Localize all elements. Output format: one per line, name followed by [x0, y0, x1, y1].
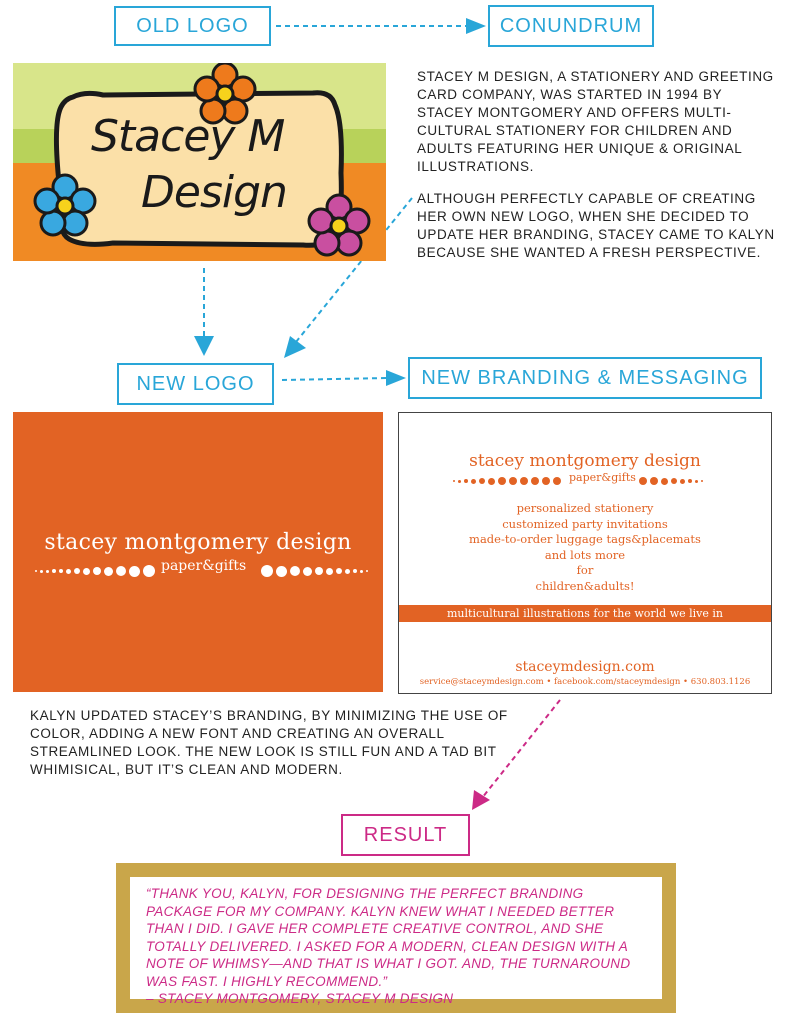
old-logo-line2: Design [141, 167, 288, 218]
new-logo-label: NEW LOGO [117, 363, 274, 405]
branding-card-sub: paper&gifts [569, 471, 636, 484]
old-logo-label: OLD LOGO [114, 6, 271, 46]
branding-description: KALYN UPDATED STACEY’S BRANDING, BY MINI… [30, 708, 508, 777]
old-logo-image: Stacey M Design [13, 63, 386, 261]
branding-card-line: made-to-order luggage tags&placemats [469, 532, 701, 546]
new-logo-dots-right [261, 565, 368, 577]
branding-card-title: stacey montgomery design [469, 451, 701, 471]
branding-card: stacey montgomery design paper&gifts per… [398, 412, 772, 694]
testimonial-quote-text: “THANK YOU, KALYN, FOR DESIGNING THE PER… [146, 886, 631, 989]
testimonial-author: – STACEY MONTGOMERY, STACEY M DESIGN [146, 991, 454, 1006]
conundrum-paragraph-1: STACEY M DESIGN, A STATIONERY AND GREETI… [417, 69, 774, 174]
new-branding-label: NEW BRANDING & MESSAGING [408, 357, 762, 399]
branding-card-dots-right [639, 477, 703, 485]
branding-card-line: customized party invitations [502, 516, 668, 531]
new-logo-name: stacey montgomery design [44, 530, 352, 555]
conundrum-paragraph-2: ALTHOUGH PERFECTLY CAPABLE OF CREATING H… [417, 191, 775, 260]
flower-icon [33, 173, 97, 237]
branding-card-website: staceymdesign.com [515, 659, 655, 675]
branding-card-line: and lots more [544, 547, 626, 562]
new-logo-sub: paper&gifts [161, 558, 247, 574]
old-logo-line1: Stacey M [91, 111, 285, 162]
result-label: RESULT [341, 814, 470, 856]
testimonial-quote: “THANK YOU, KALYN, FOR DESIGNING THE PER… [146, 885, 651, 1008]
conundrum-text: STACEY M DESIGN, A STATIONERY AND GREETI… [417, 68, 779, 262]
branding-card-contact: service@staceymdesign.com • facebook.com… [419, 677, 751, 687]
branding-card-line: personalized stationery [516, 501, 654, 515]
branding-card-dots-left [453, 477, 561, 485]
branding-card-line: for [576, 563, 594, 577]
testimonial-frame: “THANK YOU, KALYN, FOR DESIGNING THE PER… [116, 863, 676, 1013]
flower-icon [193, 63, 257, 125]
branding-card-list: personalized stationery customized party… [399, 501, 771, 594]
branding-card-line: children&adults! [535, 578, 635, 593]
branding-card-band: multicultural illustrations for the worl… [399, 605, 771, 622]
flower-icon [307, 193, 371, 257]
new-logo-image: stacey montgomery design paper&gifts [13, 412, 383, 692]
conundrum-label: CONUNDRUM [488, 5, 654, 47]
new-logo-dots-left [35, 565, 155, 577]
